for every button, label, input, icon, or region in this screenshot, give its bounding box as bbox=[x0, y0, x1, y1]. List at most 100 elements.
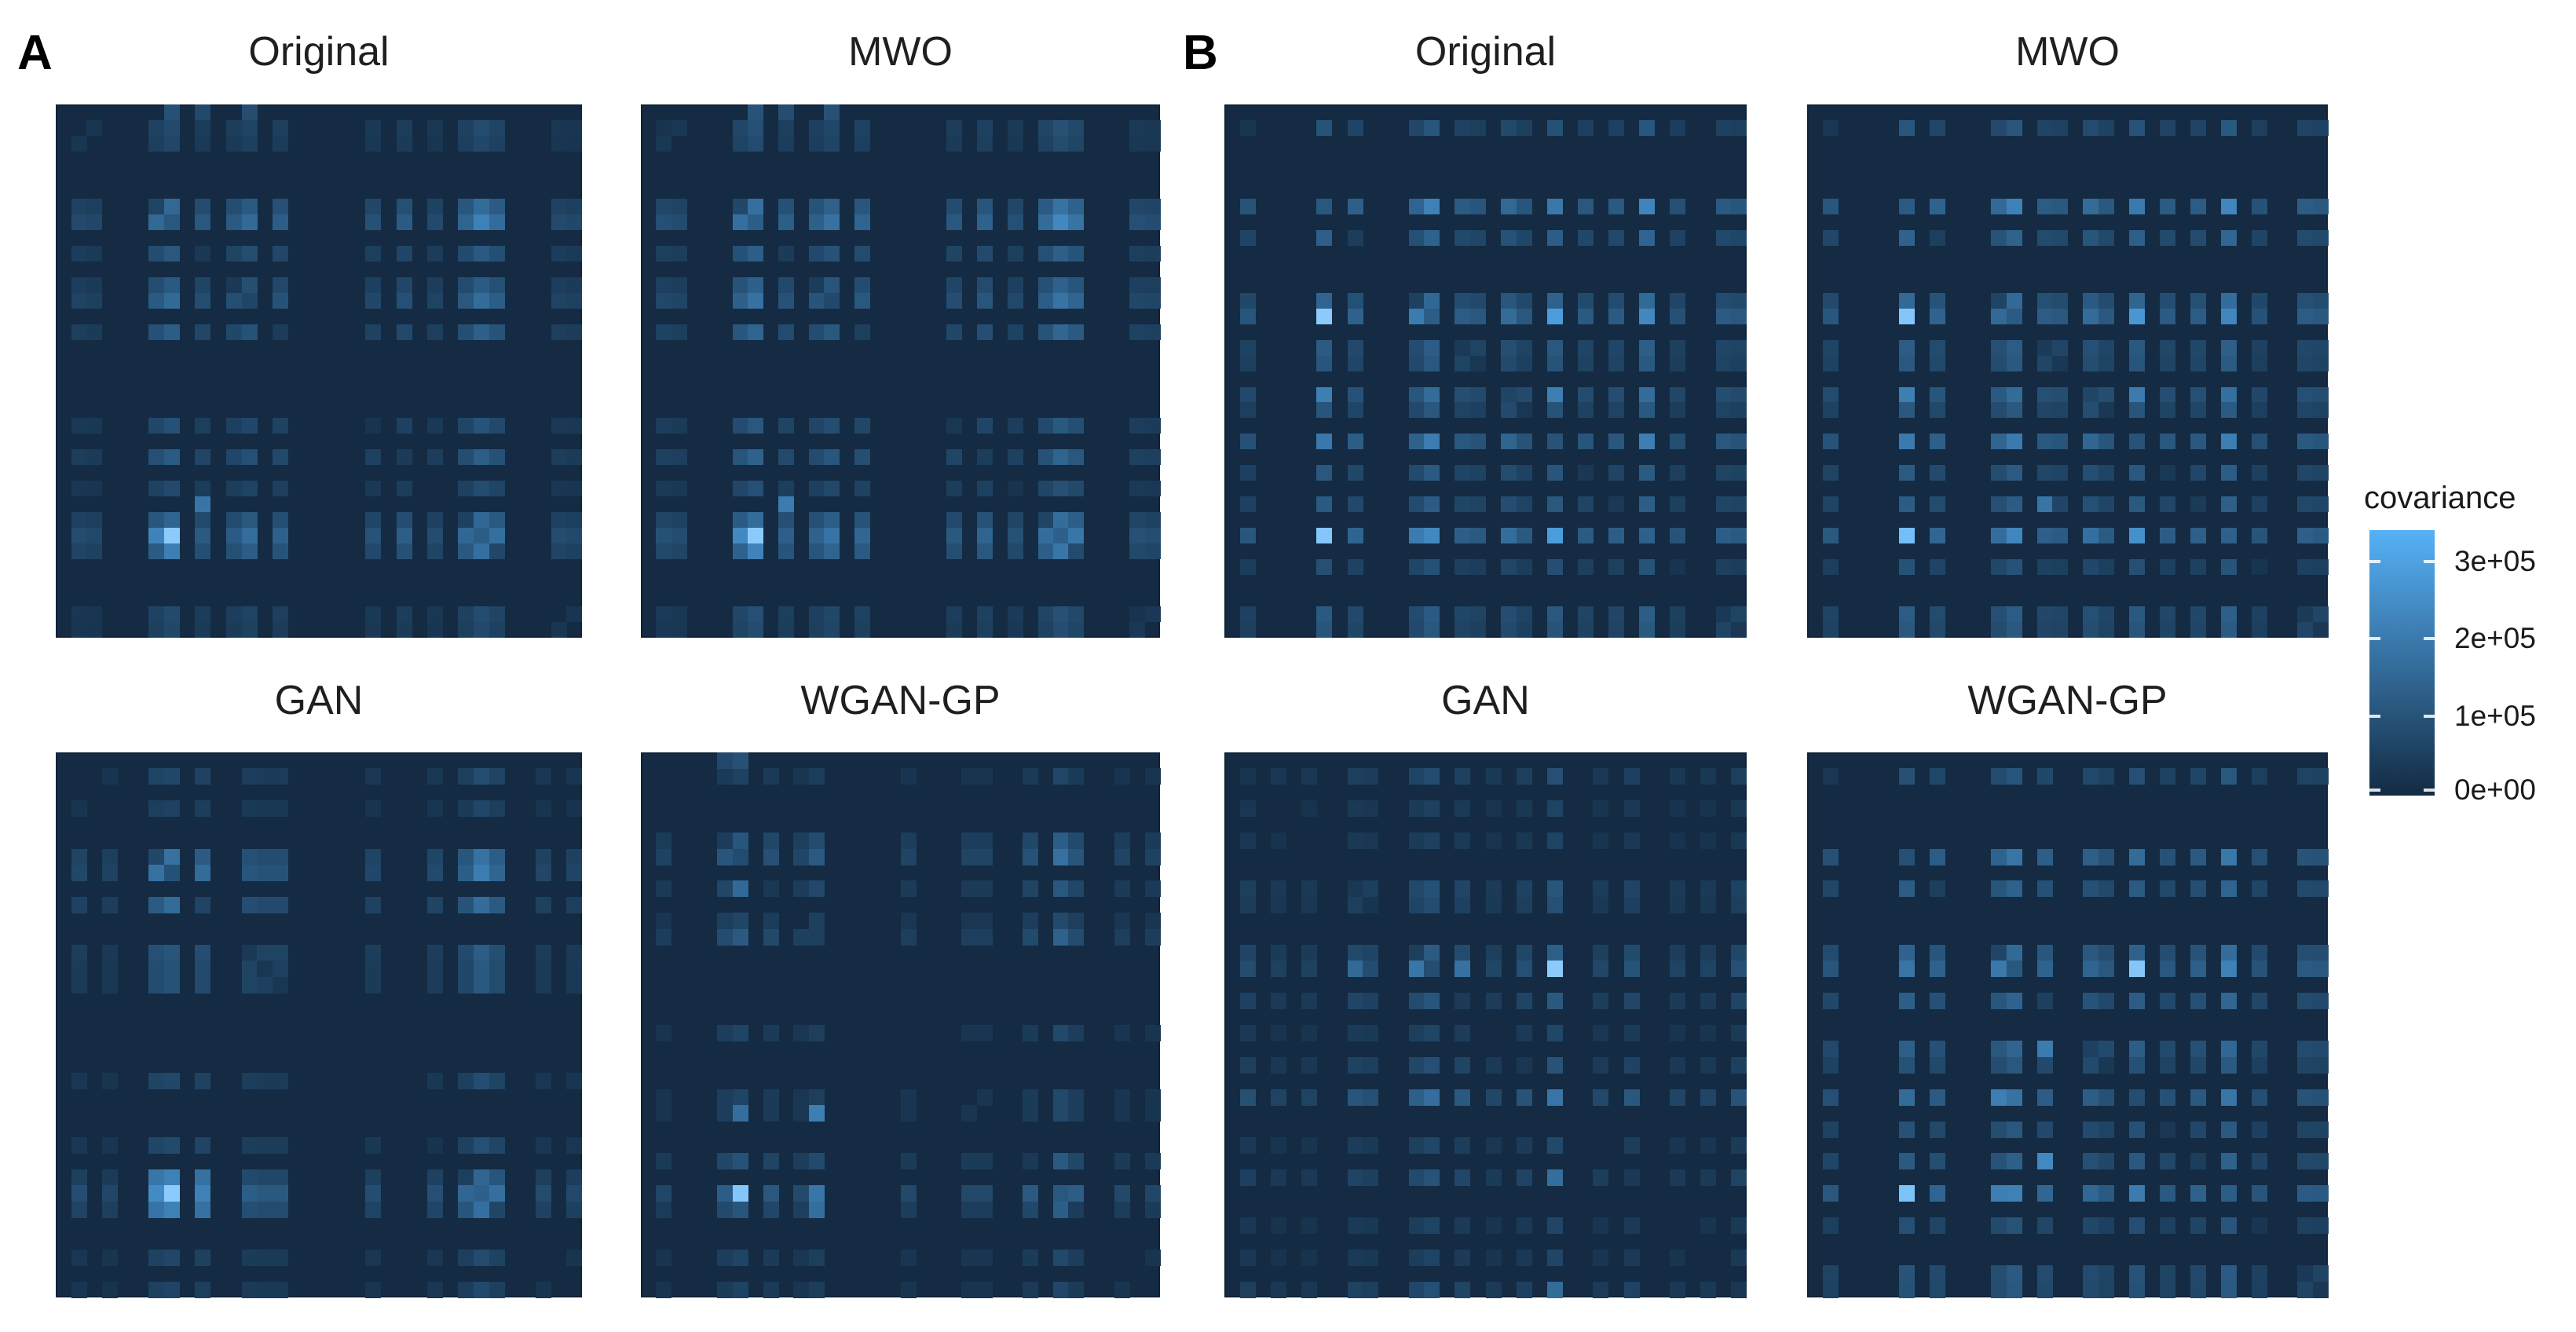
heatmap-cell bbox=[241, 198, 258, 214]
heatmap-cell bbox=[458, 768, 474, 785]
heatmap-cell bbox=[2128, 308, 2145, 324]
heatmap-cell bbox=[2312, 1185, 2329, 1202]
heatmap-cell bbox=[365, 1281, 382, 1298]
heatmap-cell bbox=[1408, 1056, 1425, 1074]
heatmap-cell bbox=[396, 622, 412, 638]
heatmap-cell bbox=[163, 1169, 180, 1186]
heatmap-cell bbox=[2098, 1089, 2114, 1106]
heatmap-cell bbox=[272, 214, 288, 230]
heatmap-cell bbox=[1715, 465, 1732, 481]
heatmap-cell bbox=[426, 800, 443, 818]
heatmap-cell bbox=[2190, 339, 2206, 356]
heatmap-cell bbox=[102, 864, 119, 881]
heatmap-title-a-wgan-gp: WGAN-GP bbox=[800, 678, 1001, 723]
heatmap-cell bbox=[1577, 528, 1594, 544]
heatmap-cell bbox=[195, 848, 211, 865]
heatmap-cell bbox=[976, 1281, 993, 1298]
heatmap-cell bbox=[2098, 198, 2114, 214]
heatmap-cell bbox=[1700, 1136, 1717, 1154]
heatmap-cell bbox=[671, 418, 687, 434]
heatmap-cell bbox=[1930, 496, 1945, 513]
heatmap-cell bbox=[1546, 1136, 1563, 1154]
heatmap-cell bbox=[2128, 120, 2145, 136]
heatmap-cell bbox=[1593, 993, 1609, 1010]
heatmap-cell bbox=[2159, 1041, 2175, 1058]
heatmap-cell bbox=[1991, 120, 2007, 136]
heatmap-cell bbox=[976, 214, 993, 230]
heatmap-cell bbox=[1516, 402, 1532, 419]
heatmap-cell bbox=[2036, 1265, 2053, 1283]
heatmap-cell bbox=[1715, 402, 1732, 419]
heatmap-cell bbox=[551, 245, 567, 262]
heatmap-cell bbox=[474, 292, 490, 309]
heatmap-cell bbox=[2312, 434, 2329, 450]
heatmap-cell bbox=[2006, 386, 2022, 403]
heatmap-cell bbox=[1930, 120, 1945, 136]
heatmap-cell bbox=[1822, 292, 1839, 309]
heatmap-cell bbox=[732, 449, 748, 466]
heatmap-cell bbox=[2006, 606, 2022, 623]
heatmap-cell bbox=[1408, 768, 1425, 785]
heatmap-cell bbox=[163, 135, 180, 152]
heatmap-cell bbox=[1670, 944, 1686, 961]
heatmap-cell bbox=[551, 324, 567, 340]
heatmap-cell bbox=[732, 1249, 748, 1266]
heatmap-cell bbox=[1546, 339, 1563, 356]
heatmap-cell bbox=[195, 245, 211, 262]
heatmap-cell bbox=[474, 1201, 490, 1218]
heatmap-cell bbox=[1347, 1249, 1363, 1266]
heatmap-cell bbox=[2190, 292, 2206, 309]
heatmap-cell bbox=[2190, 993, 2206, 1010]
heatmap-cell bbox=[2159, 496, 2175, 513]
heatmap-cell bbox=[1424, 993, 1440, 1010]
heatmap-cell bbox=[1301, 1249, 1317, 1266]
heatmap-cell bbox=[148, 606, 165, 623]
heatmap-cell bbox=[717, 1185, 734, 1202]
heatmap-cell bbox=[1408, 622, 1425, 638]
heatmap-cell bbox=[900, 768, 917, 785]
heatmap-cell bbox=[1731, 768, 1747, 785]
heatmap-cell bbox=[71, 543, 87, 560]
heatmap-cell bbox=[1408, 800, 1425, 818]
heatmap-cell bbox=[2098, 339, 2114, 356]
heatmap-cell bbox=[1639, 465, 1656, 481]
heatmap-cell bbox=[1930, 880, 1945, 898]
heatmap-cell bbox=[241, 606, 258, 623]
heatmap-cell bbox=[1670, 1249, 1686, 1266]
heatmap-cell bbox=[71, 1073, 87, 1090]
heatmap-cell bbox=[474, 961, 490, 978]
heatmap-cell bbox=[474, 324, 490, 340]
heatmap-cell bbox=[717, 880, 734, 898]
heatmap-cell bbox=[1899, 606, 1915, 623]
heatmap-cell bbox=[2083, 1185, 2098, 1202]
heatmap-cell bbox=[2297, 1089, 2313, 1106]
heatmap-cell bbox=[163, 864, 180, 881]
heatmap-cell bbox=[1501, 528, 1517, 544]
heatmap-cell bbox=[2083, 622, 2098, 638]
heatmap-cell bbox=[2083, 559, 2098, 576]
heatmap-cell bbox=[1899, 1185, 1915, 1202]
heatmap-cell bbox=[2128, 961, 2145, 978]
heatmap-cell bbox=[1577, 559, 1594, 576]
heatmap-cell bbox=[1114, 1185, 1130, 1202]
heatmap-cell bbox=[71, 528, 87, 544]
heatmap-cell bbox=[1408, 434, 1425, 450]
heatmap-cell bbox=[225, 292, 242, 309]
heatmap-cell bbox=[2159, 1089, 2175, 1106]
heatmap-a-mwo bbox=[641, 104, 1161, 638]
heatmap-cell bbox=[1408, 1089, 1425, 1106]
heatmap-cell bbox=[2312, 1281, 2329, 1298]
heatmap-cell bbox=[535, 800, 551, 818]
heatmap-cell bbox=[474, 198, 490, 214]
heatmap-cell bbox=[426, 1073, 443, 1090]
heatmap-cell bbox=[458, 1249, 474, 1266]
heatmap-cell bbox=[458, 292, 474, 309]
heatmap-cell bbox=[102, 961, 119, 978]
heatmap-cell bbox=[426, 606, 443, 623]
heatmap-cell bbox=[1546, 465, 1563, 481]
heatmap-cell bbox=[426, 135, 443, 152]
heatmap-cell bbox=[1899, 1217, 1915, 1234]
heatmap-cell bbox=[1454, 606, 1471, 623]
heatmap-cell bbox=[1363, 880, 1378, 898]
heatmap-cell bbox=[195, 214, 211, 230]
